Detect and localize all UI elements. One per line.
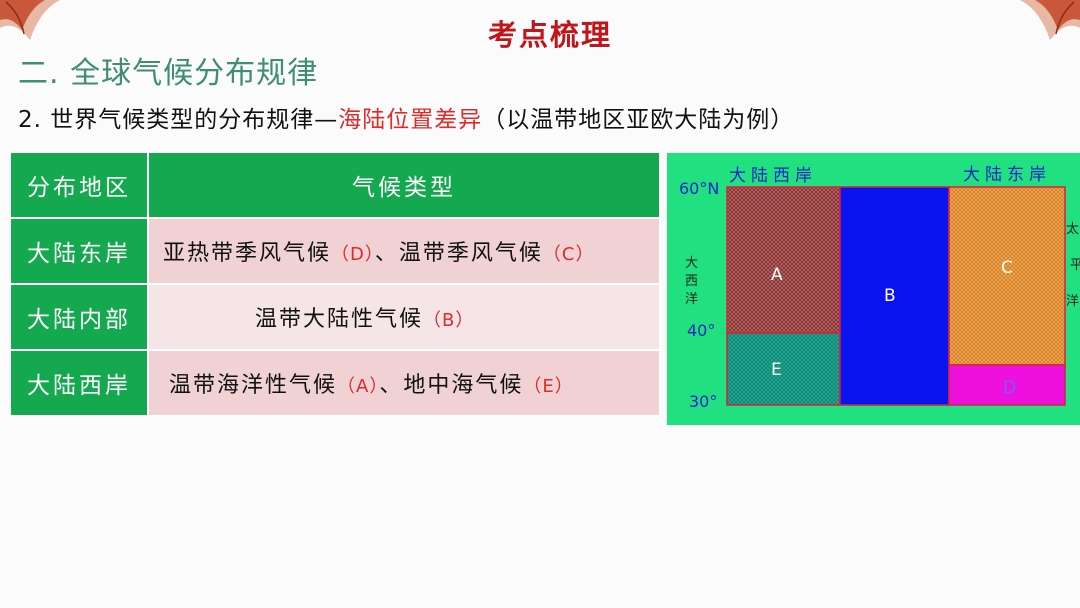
- region-d-label: D: [1003, 378, 1016, 398]
- atlantic-char-2: 西: [685, 274, 698, 289]
- atlantic-char-3: 洋: [685, 292, 698, 307]
- region-cell: 大陆东岸: [9, 217, 149, 285]
- latitude-30-label: 30°: [689, 392, 717, 411]
- climate-cell: 亚热带季风气候（D）、温带季风气候（C）: [147, 217, 661, 285]
- region-e-west-coast-low-lat: [726, 332, 841, 406]
- region-c-east-coast-high-lat: [948, 186, 1066, 366]
- climate-cell: 温带大陆性气候（B）: [147, 283, 661, 351]
- pacific-char-1: 太: [1066, 222, 1079, 237]
- page-title: 考点梳理: [487, 18, 612, 52]
- climate-code: （D）: [331, 244, 375, 265]
- continent-diagram: 大陆西岸 大陆东岸 60°N 40° 30° 大 西 洋 太 平 洋 A E B…: [667, 153, 1080, 425]
- region-b-interior: [839, 186, 950, 406]
- east-coast-label: 大陆东岸: [963, 165, 1051, 185]
- region-d-east-coast-low-lat: [948, 364, 1066, 406]
- west-coast-label: 大陆西岸: [729, 166, 817, 186]
- subtitle: 2. 世界气候类型的分布规律—海陆位置差异（以温带地区亚欧大陆为例）: [18, 100, 794, 134]
- separator: 、: [374, 241, 399, 266]
- header-region: 分布地区: [9, 151, 149, 219]
- region-b-label: B: [884, 286, 896, 306]
- climate-code: （E）: [523, 376, 574, 397]
- region-a-label: A: [771, 265, 783, 285]
- separator: 、: [379, 373, 404, 398]
- pacific-char-3: 洋: [1066, 294, 1079, 309]
- region-e-label: E: [771, 360, 782, 380]
- section-title: 二. 全球气候分布规律: [18, 56, 319, 91]
- climate-name: 亚热带季风气候: [163, 241, 332, 266]
- table-header-row: 分布地区 气候类型: [9, 151, 661, 219]
- subtitle-suffix: （以温带地区亚欧大陆为例）: [482, 107, 795, 133]
- region-cell: 大陆内部: [9, 283, 149, 351]
- latitude-40-label: 40°: [687, 321, 715, 340]
- climate-name: 温带海洋性气候: [169, 373, 338, 398]
- corner-ornament-left: [0, 0, 60, 40]
- subtitle-prefix: 2. 世界气候类型的分布规律—: [18, 107, 339, 133]
- latitude-60-label: 60°N: [679, 179, 719, 198]
- climate-name: 温带大陆性气候: [255, 307, 424, 332]
- table-row: 大陆内部 温带大陆性气候（B）: [9, 283, 661, 351]
- region-a-west-coast-high-lat: [726, 186, 841, 334]
- climate-model-map: 大陆西岸 大陆东岸 60°N 40° 30° 大 西 洋 太 平 洋 A E B…: [667, 153, 1080, 425]
- climate-distribution-table: 分布地区 气候类型 大陆东岸 亚热带季风气候（D）、温带季风气候（C） 大陆内部…: [9, 151, 661, 417]
- climate-code: （B）: [423, 310, 475, 331]
- climate-code: （C）: [542, 244, 595, 265]
- table-row: 大陆西岸 温带海洋性气候（A）、地中海气候（E）: [9, 349, 661, 417]
- region-c-label: C: [1001, 258, 1013, 278]
- climate-code: （A）: [337, 376, 380, 397]
- climate-name: 地中海气候: [403, 373, 524, 398]
- pacific-char-2: 平: [1070, 258, 1080, 273]
- climate-cell: 温带海洋性气候（A）、地中海气候（E）: [147, 349, 661, 417]
- table-row: 大陆东岸 亚热带季风气候（D）、温带季风气候（C）: [9, 217, 661, 285]
- subtitle-highlight: 海陆位置差异: [338, 107, 483, 133]
- climate-name: 温带季风气候: [398, 241, 543, 266]
- header-climate-type: 气候类型: [147, 151, 661, 219]
- corner-ornament-right: [1020, 0, 1080, 40]
- region-cell: 大陆西岸: [9, 349, 149, 417]
- atlantic-char-1: 大: [685, 256, 698, 271]
